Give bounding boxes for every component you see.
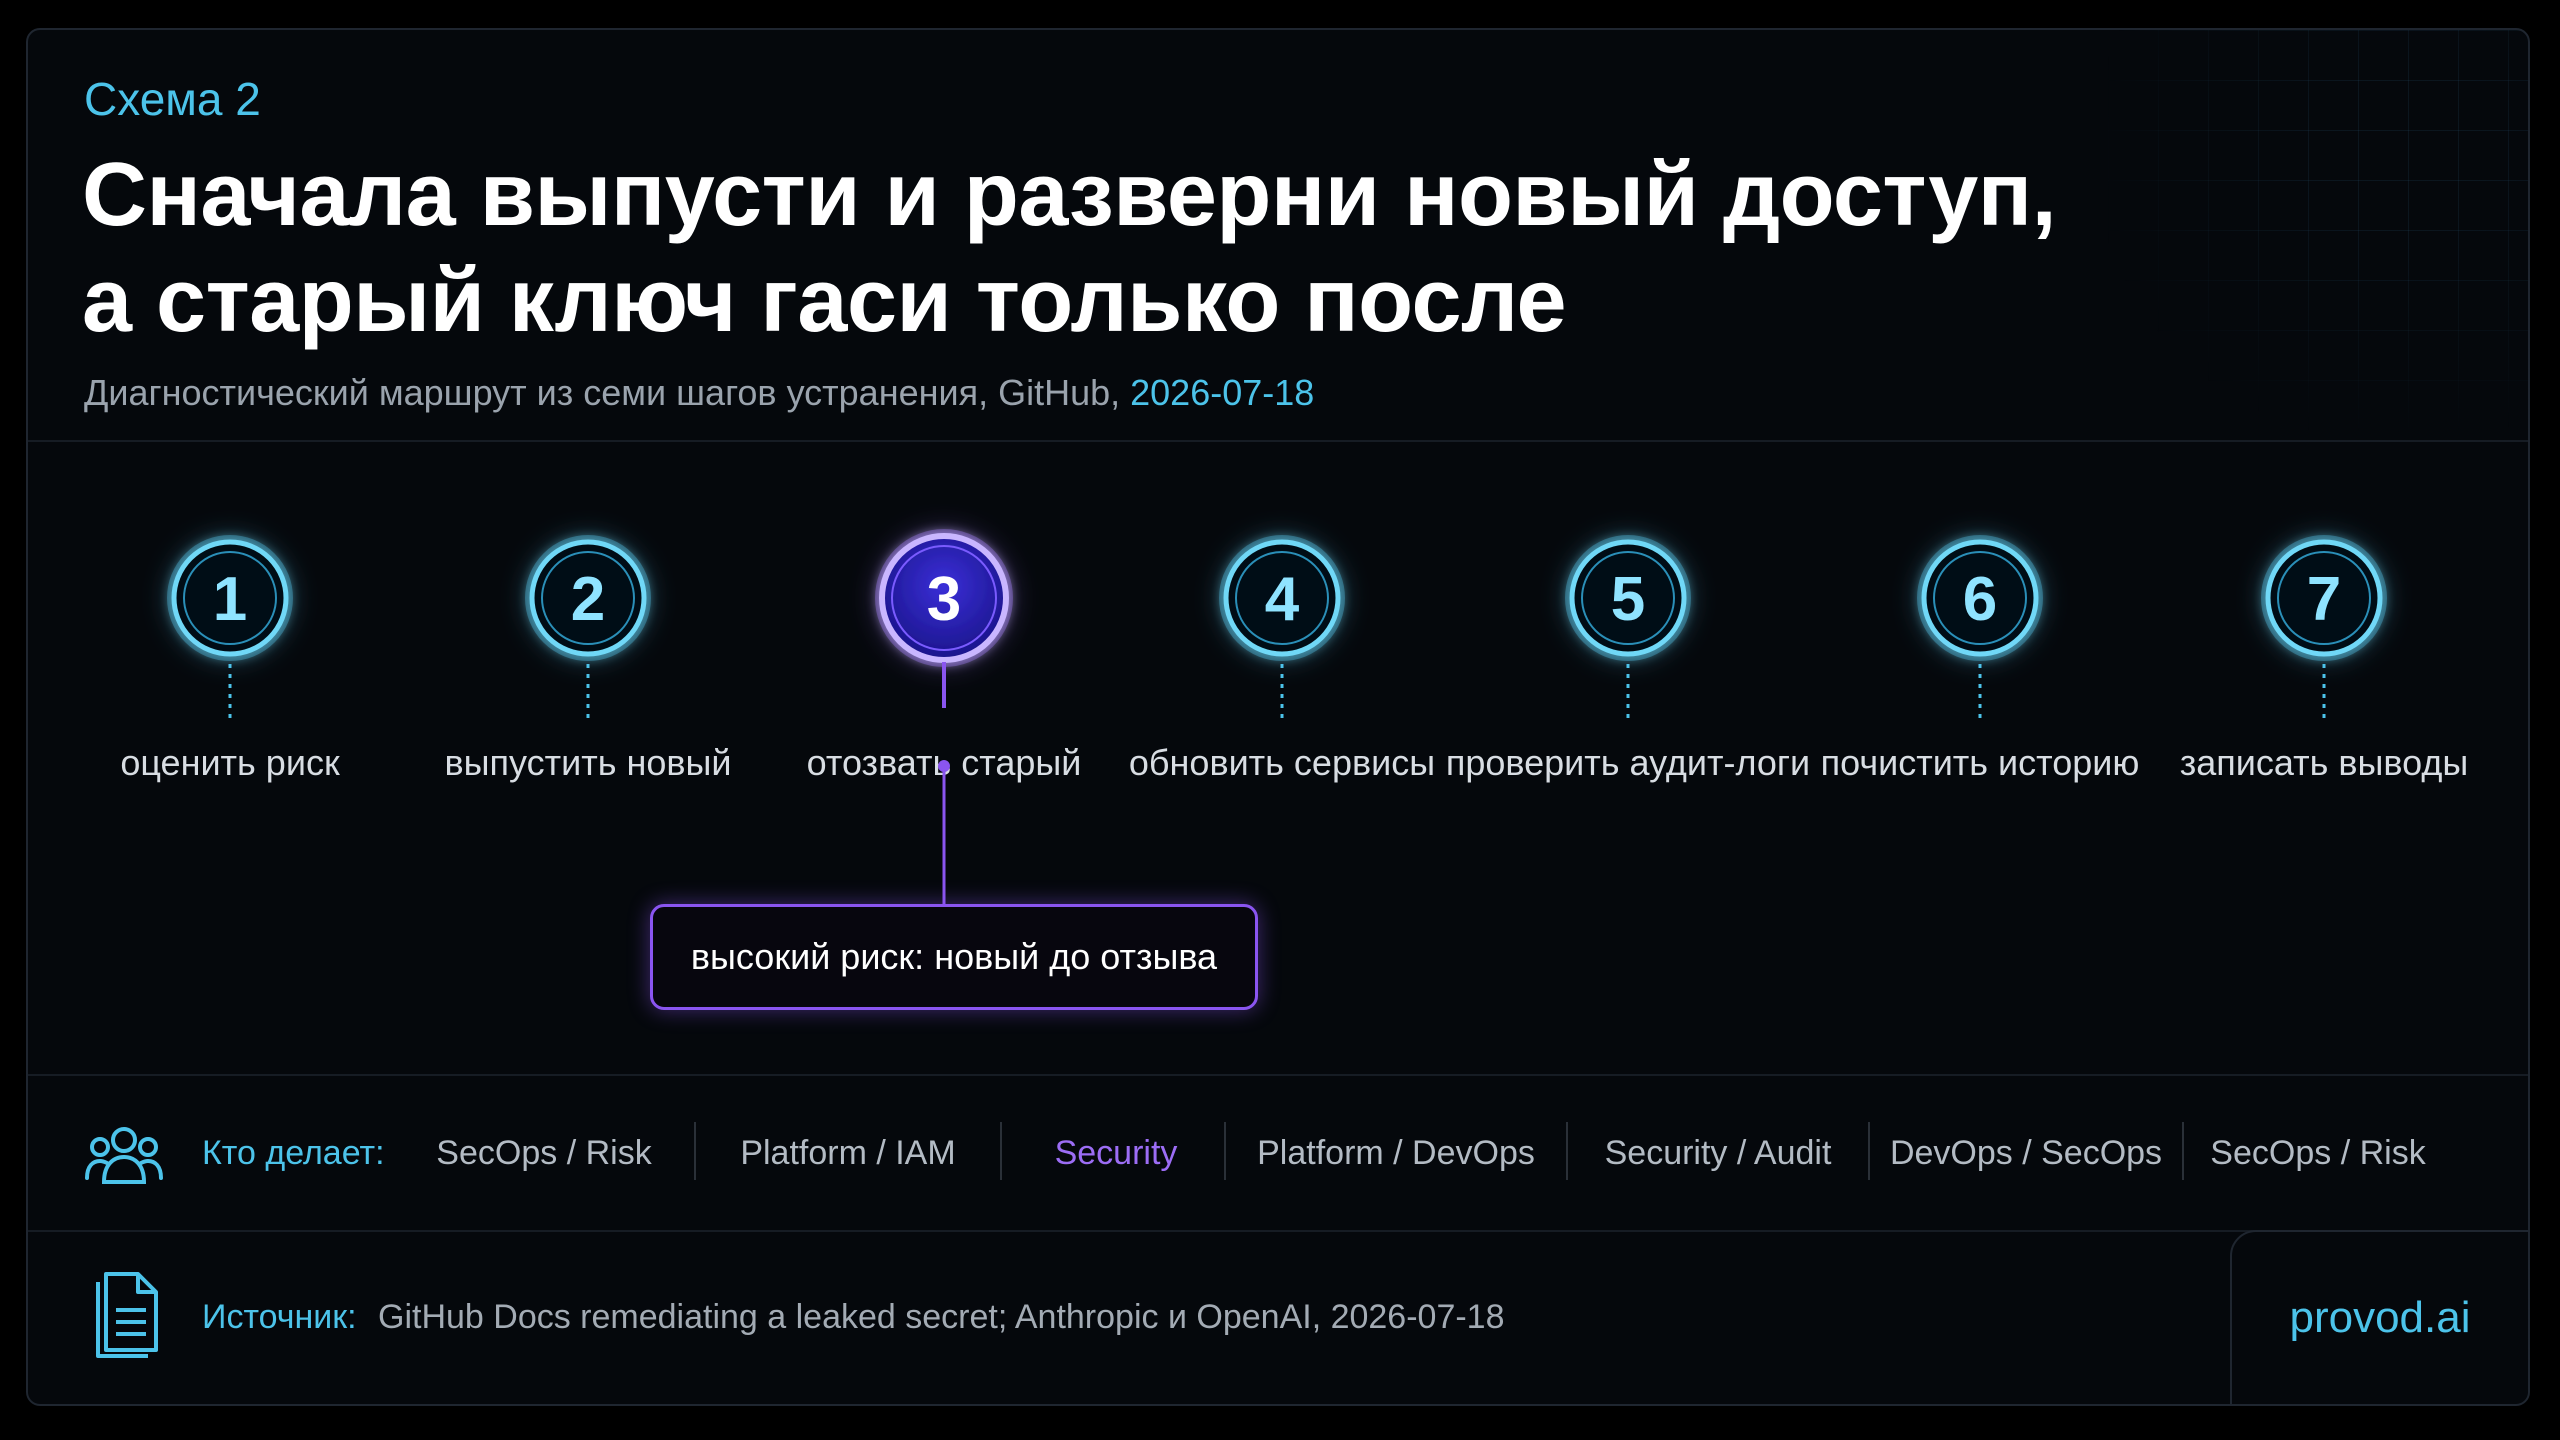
timeline: 1 2 3 4 5 6 7 [98, 529, 2468, 722]
brand-logo-text[interactable]: provod.ai [2289, 1293, 2471, 1342]
source-text: GitHub Docs remediating a leaked secret;… [378, 1298, 1505, 1336]
step-node-ring [171, 539, 289, 657]
role-separator [1224, 1122, 1226, 1180]
step-node-ring [879, 533, 1009, 663]
step-node-ring [529, 539, 647, 657]
role-item: Security / Audit [1604, 1134, 1832, 1172]
people-group-icon [85, 1127, 163, 1184]
step-label-6: почистить историю [1820, 742, 2140, 783]
step-number: 6 [1963, 565, 1997, 634]
step-number: 2 [571, 565, 605, 634]
role-separator [1868, 1122, 1870, 1180]
roles-label: Кто делает: [202, 1134, 385, 1172]
step-node-5: 5 [1565, 535, 1691, 722]
step-number: 5 [1611, 565, 1645, 634]
step-number: 3 [927, 565, 961, 634]
role-item: SecOps / Risk [2210, 1134, 2426, 1172]
diagram-card: Схема 2 Сначала выпусти и разверни новый… [26, 28, 2530, 1406]
page-title: Сначала выпусти и разверни новый доступ,… [82, 142, 2057, 354]
roles-divider-top [28, 1074, 2528, 1076]
title-line-2: а старый ключ гаси только после [82, 251, 1567, 351]
step-node-inner-ring [541, 551, 635, 645]
role-separator [694, 1122, 696, 1180]
step-node-inner-ring [1581, 551, 1675, 645]
timeline-nodes: 1 2 3 4 5 6 7 [167, 529, 2387, 722]
step-label-5: проверить аудит-логи [1445, 742, 1811, 783]
step-node-ring [1223, 539, 1341, 657]
subtitle: Диагностический маршрут из семи шагов ус… [84, 372, 1314, 414]
title-line-1: Сначала выпусти и разверни новый доступ, [82, 145, 2057, 245]
subtitle-text: Диагностический маршрут из семи шагов ус… [84, 372, 1131, 413]
step-node-3: 3 [875, 529, 1013, 708]
role-separator [2182, 1122, 2184, 1180]
role-item: Platform / IAM [740, 1134, 956, 1172]
step-node-2: 2 [525, 535, 651, 722]
step-node-inner-ring [2277, 551, 2371, 645]
role-item: Platform / DevOps [1257, 1134, 1535, 1172]
step-node-inner-ring [1933, 551, 2027, 645]
document-icon [96, 1272, 158, 1358]
step-node-ring [1569, 539, 1687, 657]
brand-box: provod.ai [2230, 1230, 2528, 1404]
step-label-1: оценить риск [120, 742, 340, 783]
step-number: 1 [213, 565, 247, 634]
footer-divider [28, 1230, 2528, 1232]
step-node-ring [1921, 539, 2039, 657]
step-node-1: 1 [167, 535, 293, 722]
role-item: SecOps / Risk [436, 1134, 652, 1172]
role-separator [1566, 1122, 1568, 1180]
step-node-4: 4 [1219, 535, 1345, 722]
role-separator [1000, 1122, 1002, 1180]
diagram-kicker: Схема 2 [84, 73, 261, 125]
step-node-inner-ring [891, 545, 997, 651]
step-number: 4 [1265, 565, 1300, 634]
source-label: Источник: [202, 1298, 357, 1336]
role-item: DevOps / SecOps [1889, 1134, 2163, 1172]
header-divider [28, 440, 2528, 442]
step-label-4: обновить сервисы [1128, 742, 1436, 783]
step-node-inner-ring [183, 551, 277, 645]
risk-callout-text: высокий риск: новый до отзыва [690, 936, 1218, 977]
step-node-7: 7 [2261, 535, 2387, 722]
callout-connector [938, 760, 950, 904]
grid-decoration [2108, 30, 2528, 430]
step-node-6: 6 [1917, 535, 2043, 722]
risk-callout: высокий риск: новый до отзыва [650, 904, 1258, 1010]
step-node-inner-ring [1235, 551, 1329, 645]
step-number: 7 [2307, 565, 2341, 634]
subtitle-date: 2026-07-18 [1130, 372, 1315, 413]
step-label-7: записать выводы [2179, 742, 2469, 783]
step-node-ring [2265, 539, 2383, 657]
step-label-2: выпустить новый [444, 742, 732, 783]
role-item: Security [1054, 1134, 1178, 1172]
